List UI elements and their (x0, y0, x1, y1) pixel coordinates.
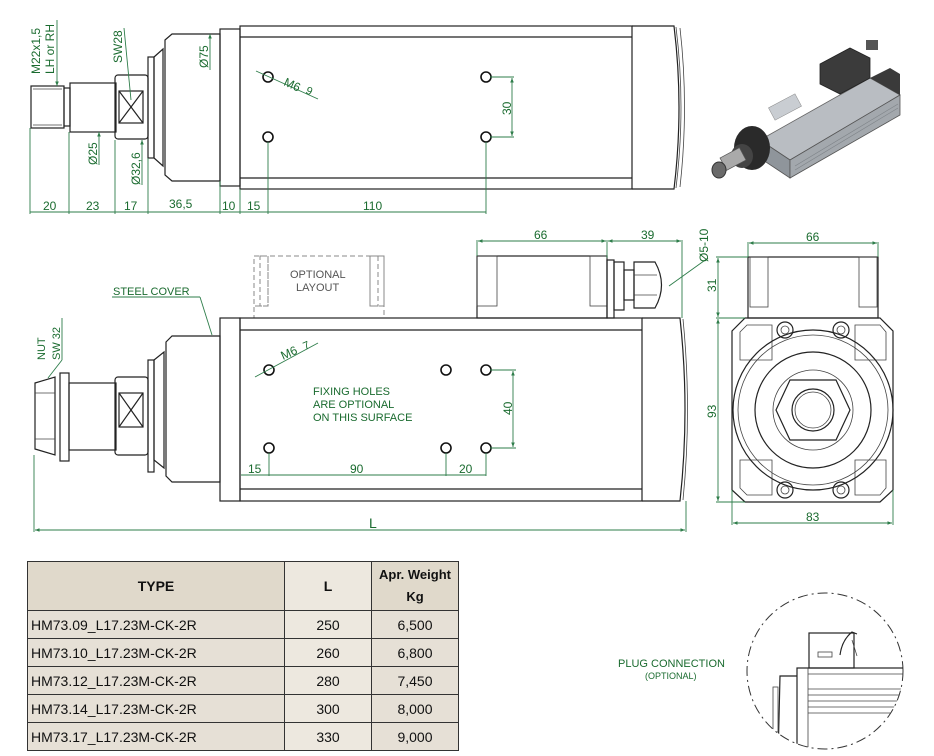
dim-15-side: 15 (248, 462, 262, 476)
shaft (69, 82, 117, 133)
cell-length: 260 (284, 638, 372, 667)
dim-23: 23 (86, 199, 100, 213)
top-dimension-chain: 20 23 17 36,5 10 15 110 (29, 128, 487, 214)
cell-length: 280 (284, 666, 372, 695)
nose-flange (164, 33, 221, 182)
table-row: HM73.09_L17.23M-CK-2R 250 6,500 (27, 610, 459, 639)
cell-weight: 6,800 (371, 638, 459, 667)
side-view: OPTIONAL LAYOUT (33, 228, 711, 532)
fixing-note-2: ARE OPTIONAL (313, 399, 394, 411)
steel-cover (165, 335, 221, 483)
end-view: 66 31 93 83 (705, 230, 894, 525)
plug-subtitle: (OPTIONAL) (645, 671, 697, 681)
spindle-photo (711, 40, 901, 179)
plug-title: PLUG CONNECTION (618, 658, 725, 670)
m6-leader (255, 70, 319, 100)
cell-length: 330 (284, 722, 372, 751)
cell-weight: 7,450 (371, 666, 459, 695)
dim-10: 10 (222, 199, 236, 213)
dia-32-6: Ø32,6 (129, 152, 143, 185)
table-row: HM73.17_L17.23M-CK-2R 330 9,000 (27, 722, 459, 751)
dim-110: 110 (363, 199, 382, 213)
dim-36-5: 36,5 (169, 197, 193, 211)
motor-body-top (239, 25, 633, 190)
optional-layout-label-1: OPTIONAL (290, 269, 346, 281)
hole-depth-side: 7 (301, 339, 311, 352)
table-row: HM73.14_L17.23M-CK-2R 300 8,000 (27, 694, 459, 723)
optional-layout: OPTIONAL LAYOUT (253, 255, 385, 319)
nut-size-label: SW 32 (51, 327, 63, 360)
dim-66-side: 66 (534, 228, 548, 242)
header-weight-line2: Kg (406, 589, 424, 604)
cell-type: HM73.10_L17.23M-CK-2R (27, 638, 285, 667)
dim-83: 83 (806, 510, 820, 524)
dia-75: Ø75 (197, 45, 211, 68)
detail-circle (746, 592, 904, 750)
dim-20-side: 20 (459, 462, 473, 476)
cell-weight: 9,000 (371, 722, 459, 751)
motor-body-side (239, 317, 643, 502)
table-row: HM73.12_L17.23M-CK-2R 280 7,450 (27, 666, 459, 695)
hole-label-top: M6 (282, 75, 303, 95)
dim-66-end: 66 (806, 230, 820, 244)
thread-label: M22x1,5 (29, 28, 43, 74)
cell-type: HM73.12_L17.23M-CK-2R (27, 666, 285, 695)
dim-31: 31 (705, 278, 719, 292)
shaft-thread (30, 85, 65, 129)
header-length: L (284, 561, 372, 611)
dim-90: 90 (350, 462, 364, 476)
connector-box (476, 255, 663, 319)
thread-direction-label: LH or RH (43, 24, 57, 74)
optional-layout-label-2: LAYOUT (296, 282, 339, 294)
cable-dia: Ø5-10 (697, 228, 711, 262)
nut (34, 376, 56, 456)
dim-20: 20 (43, 199, 57, 213)
length-label: L (369, 515, 377, 531)
cell-type: HM73.14_L17.23M-CK-2R (27, 694, 285, 723)
cell-length: 300 (284, 694, 372, 723)
dim-93: 93 (705, 404, 719, 418)
plug-detail: PLUG CONNECTION (OPTIONAL) (618, 592, 904, 750)
dia-25: Ø25 (86, 142, 100, 165)
nut-label: NUT (36, 337, 48, 360)
wrench-label: SW28 (111, 30, 125, 63)
steel-cover-label: STEEL COVER (113, 286, 190, 298)
dim-39: 39 (641, 228, 655, 242)
fixing-note-3: ON THIS SURFACE (313, 412, 412, 424)
cell-length: 250 (284, 610, 372, 639)
dim-15: 15 (247, 199, 261, 213)
cell-type: HM73.09_L17.23M-CK-2R (27, 610, 285, 639)
header-type: TYPE (27, 561, 285, 611)
top-view: M6 9 30 M22x1,5 LH or RH SW28 Ø75 Ø25 Ø3… (29, 20, 685, 214)
dim-17: 17 (124, 199, 138, 213)
header-weight-line1: Apr. Weight (379, 567, 451, 582)
dim-40: 40 (501, 401, 515, 415)
hole-depth-top: 9 (304, 85, 314, 98)
cell-type: HM73.17_L17.23M-CK-2R (27, 722, 285, 751)
cell-weight: 6,500 (371, 610, 459, 639)
cell-weight: 8,000 (371, 694, 459, 723)
dim-30: 30 (500, 101, 514, 115)
table-row: HM73.10_L17.23M-CK-2R 260 6,800 (27, 638, 459, 667)
fixing-note-1: FIXING HOLES (313, 386, 390, 398)
hole-label-side: M6 (279, 343, 300, 363)
